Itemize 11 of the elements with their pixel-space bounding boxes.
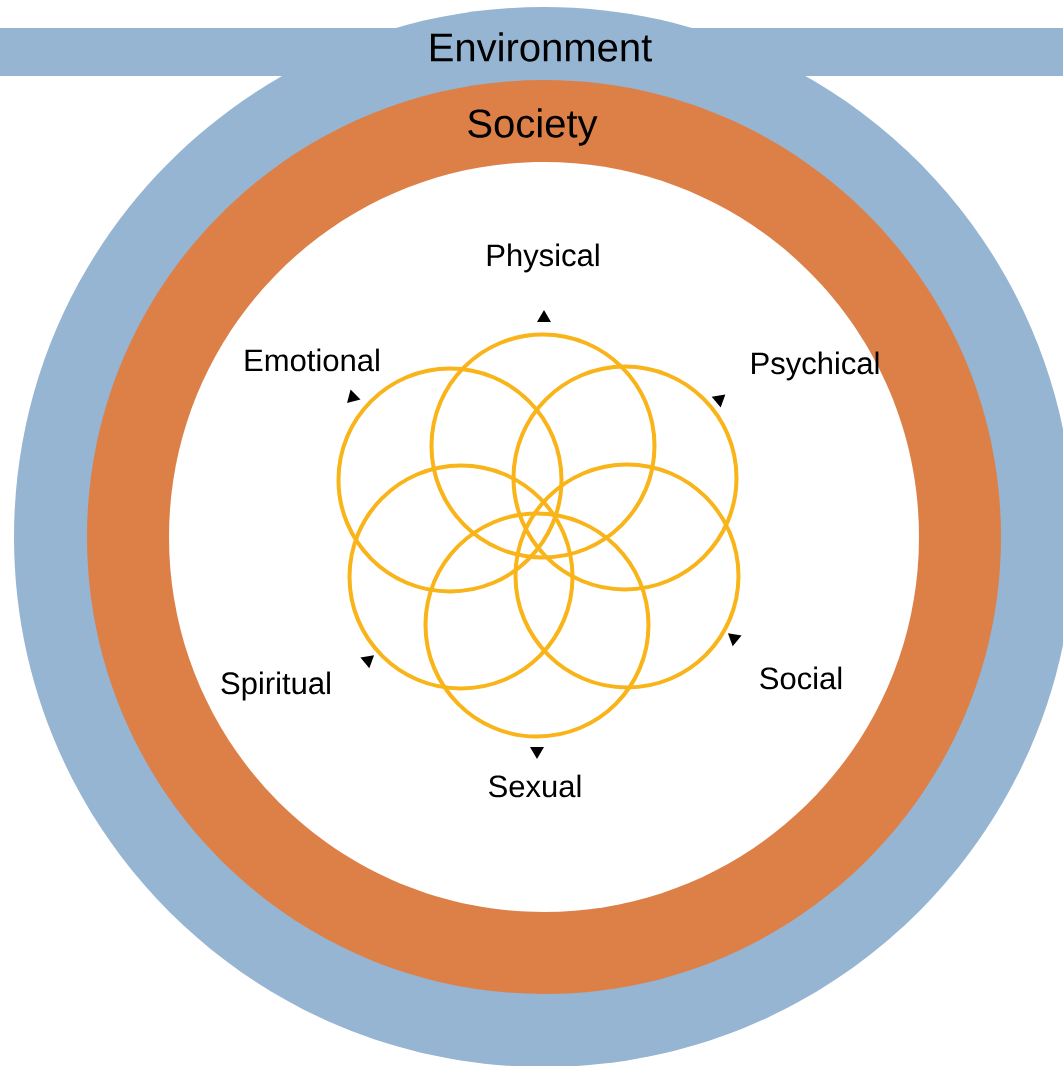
segment-label: Emotional bbox=[245, 348, 379, 372]
ring-outline bbox=[347, 463, 575, 691]
segment-label: Psychical bbox=[752, 351, 879, 381]
segment-label: Sexual bbox=[489, 774, 581, 798]
segment-label: Spiritual bbox=[221, 671, 330, 701]
ring-outline bbox=[513, 462, 741, 690]
ring-outline bbox=[429, 332, 657, 560]
segment-label: Social bbox=[760, 666, 842, 690]
ring-outline bbox=[423, 511, 651, 739]
ring-outline bbox=[511, 364, 739, 592]
segment-label: Physical bbox=[487, 243, 599, 273]
